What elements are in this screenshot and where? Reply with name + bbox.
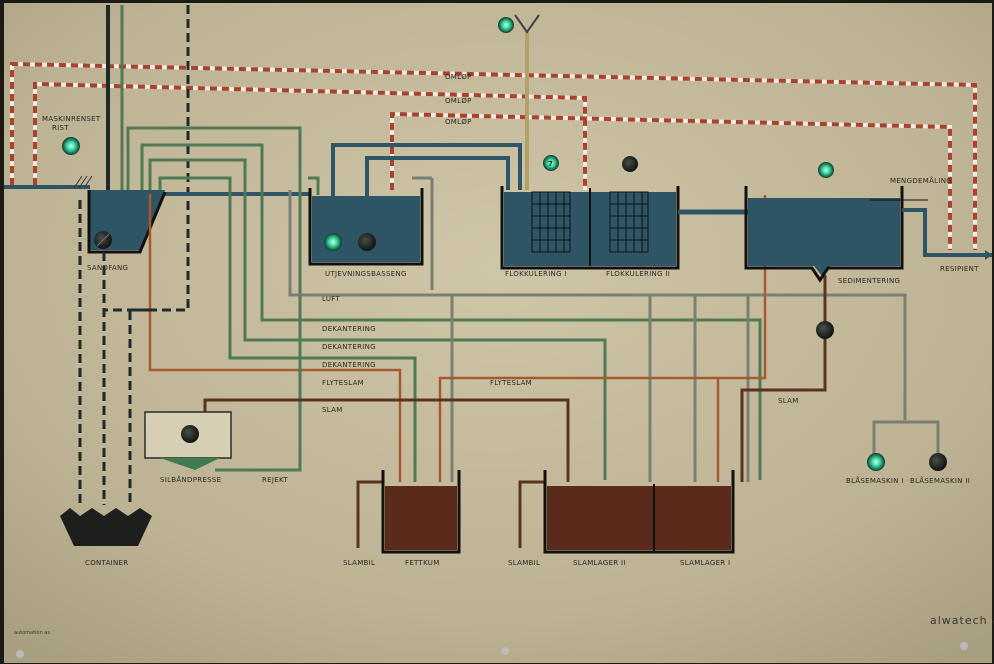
slam-label-2: SLAM <box>778 397 799 405</box>
flyteslam-label-2: FLYTESLAM <box>490 379 532 387</box>
utjevning-water <box>312 196 420 262</box>
indicator-lamp-flokkulering-2 <box>622 156 638 172</box>
sedimentering-water <box>748 198 900 276</box>
dekantering-label-2: DEKANTERING <box>322 343 376 351</box>
slambil-label-2: SLAMBIL <box>508 559 540 567</box>
blasemaskin-2-label: BLÅSEMASKIN II <box>910 476 970 485</box>
container-label: CONTAINER <box>85 559 128 567</box>
silbandpresse-label: SILBÅNDPRESSE <box>160 475 221 484</box>
slamlager-sludge <box>547 486 731 550</box>
mengdemaling-label: MENGDEMÅLING <box>890 176 952 185</box>
indicator-lamp-top <box>498 17 514 33</box>
dekantering-label-1: DEKANTERING <box>322 325 376 333</box>
container-icon <box>60 516 152 546</box>
pump-icon-silbandpresse <box>181 425 199 443</box>
dekantering-label-3: DEKANTERING <box>322 361 376 369</box>
omlop-label-1: OMLØP <box>445 73 472 81</box>
sedimentering-label: SEDIMENTERING <box>838 277 900 285</box>
flyteslam-label-1: FLYTESLAM <box>322 379 364 387</box>
brand-label: alwatech a s <box>930 614 994 627</box>
flokkulering-2-label: FLOKKULERING II <box>606 270 670 278</box>
utjevning-label: UTJEVNINGSBASSENG <box>325 270 407 278</box>
pump-icon-slam <box>816 321 834 339</box>
omlop-label-3: OMLØP <box>445 118 472 126</box>
indicator-lamp-flokkulering-1: 7 <box>543 155 559 171</box>
flokkulering-1-label: FLOKKULERING I <box>505 270 567 278</box>
automation-label: automation as <box>14 630 50 636</box>
indicator-lamp-rist <box>62 137 80 155</box>
resipient-label: RESIPIENT <box>940 265 979 273</box>
fettkum-label: FETTKUM <box>405 559 440 567</box>
luft-label: LUFT <box>322 295 340 303</box>
fettkum-sludge <box>385 486 457 550</box>
panel-background <box>4 3 992 663</box>
pump-icon-utjevning-1 <box>324 233 342 251</box>
indicator-lamp-blasemaskin-2 <box>929 453 947 471</box>
blasemaskin-1-label: BLÅSEMASKIN I <box>846 476 904 485</box>
rejekt-label: REJEKT <box>262 476 288 484</box>
indicator-lamp-sedimentering <box>818 162 834 178</box>
pump-icon-utjevning-2 <box>358 233 376 251</box>
maskinrenset-label: MASKINRENSET <box>42 115 101 123</box>
slamlager-2-label: SLAMLAGER II <box>573 559 626 567</box>
slambil-label-1: SLAMBIL <box>343 559 375 567</box>
rist-label: RIST <box>52 124 69 132</box>
pump-number-label: 7 <box>548 160 553 168</box>
pump-icon-sandfang <box>94 231 112 249</box>
indicator-lamp-blasemaskin-1 <box>867 453 885 471</box>
omlop-label-2: OMLØP <box>445 97 472 105</box>
slam-label-1: SLAM <box>322 406 343 414</box>
slamlager-1-label: SLAMLAGER I <box>680 559 730 567</box>
sandfang-label: SANDFANG <box>87 264 128 272</box>
